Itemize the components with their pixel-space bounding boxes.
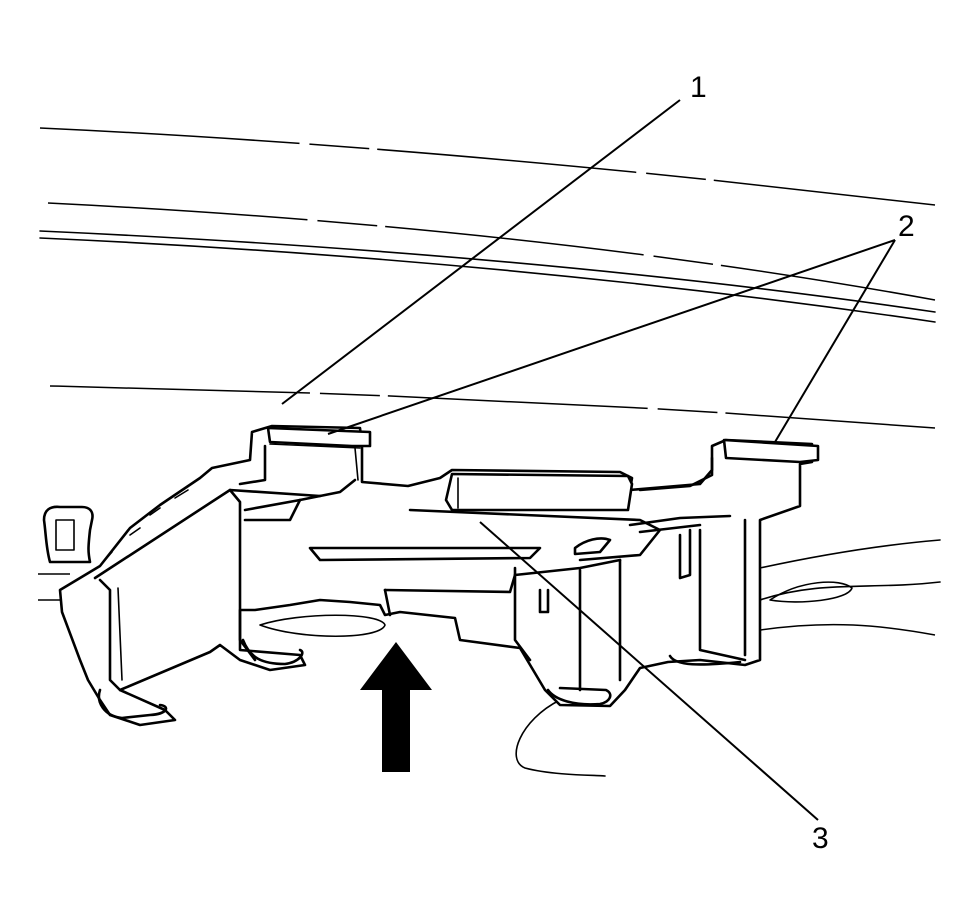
arrow-up-icon [360, 642, 432, 772]
floor-openings [259, 581, 853, 777]
push-clip-icon [42, 505, 94, 564]
callout-2: 2 [898, 210, 915, 243]
leader-3 [479, 521, 819, 821]
callout-3: 3 [812, 822, 829, 855]
leader-lines [281, 99, 896, 821]
leader-2b [774, 239, 896, 443]
body-panel-lines [38, 127, 941, 636]
leader-2a [327, 239, 896, 435]
callout-1: 1 [690, 71, 707, 104]
leader-1 [281, 99, 681, 405]
bracket [58, 424, 820, 727]
